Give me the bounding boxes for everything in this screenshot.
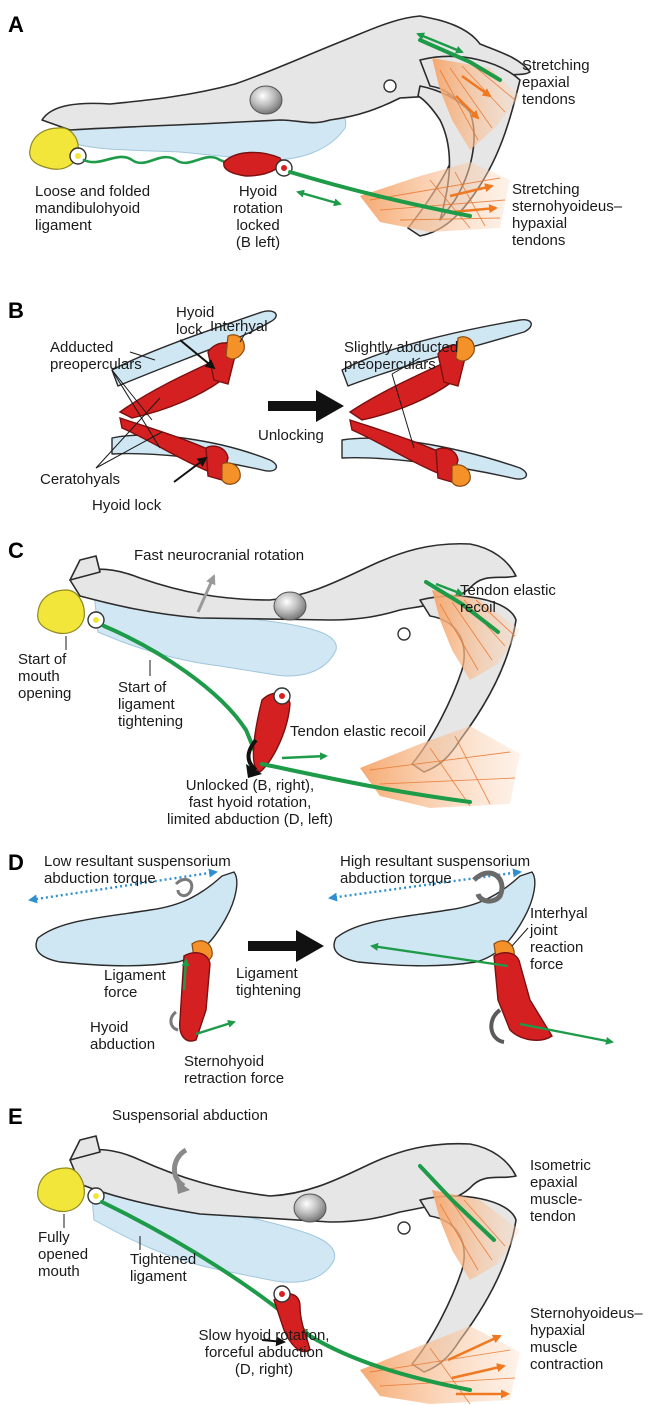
panel-letter-a: A <box>8 12 24 37</box>
torque-curl-right <box>474 873 502 901</box>
hyoid-d-left <box>180 953 210 1041</box>
label-slow-hyoid: Slow hyoid rotation,forceful abduction(D… <box>199 1327 330 1378</box>
interhyal-upper-left <box>226 335 244 359</box>
eye-a <box>250 86 282 114</box>
joint-a <box>384 80 396 92</box>
label-hyoid-lock-bottom: Hyoid lock <box>92 497 162 514</box>
eye-c <box>274 592 306 620</box>
panel-letter-b: B <box>8 298 24 323</box>
label-unlocked: Unlocked (B, right),fast hyoid rotation,… <box>167 777 333 828</box>
label-fast-neurocranial: Fast neurocranial rotation <box>134 547 304 564</box>
label-unlocking: Unlocking <box>258 427 324 444</box>
premaxilla-c <box>38 590 85 633</box>
panel-a: A <box>8 12 623 251</box>
label-tendon-recoil-mid: Tendon elastic recoil <box>290 723 426 740</box>
hyoid-c <box>253 693 290 772</box>
label-suspensorial-abduction: Suspensorial abduction <box>112 1107 268 1124</box>
hyoid-a <box>224 152 282 176</box>
premaxilla-e <box>38 1168 85 1211</box>
panel-letter-d: D <box>8 850 24 875</box>
sternohyoid-stretch-arrow-a <box>298 192 340 204</box>
interhyal-lower-left <box>222 463 240 485</box>
label-ceratohyals: Ceratohyals <box>40 471 120 488</box>
premaxilla-a <box>30 128 79 169</box>
tendon-recoil-arrow-c <box>282 756 326 758</box>
label-interhyal: Interhyal <box>210 318 268 335</box>
panel-e: E Su <box>8 1104 643 1404</box>
panel-letter-c: C <box>8 538 24 563</box>
torque-curl-left <box>176 879 192 895</box>
eye-e <box>294 1194 326 1222</box>
panel-c: C <box>8 538 556 828</box>
joint-c <box>398 628 410 640</box>
panel-letter-e: E <box>8 1104 23 1129</box>
interhyal-upper-right <box>456 337 474 361</box>
